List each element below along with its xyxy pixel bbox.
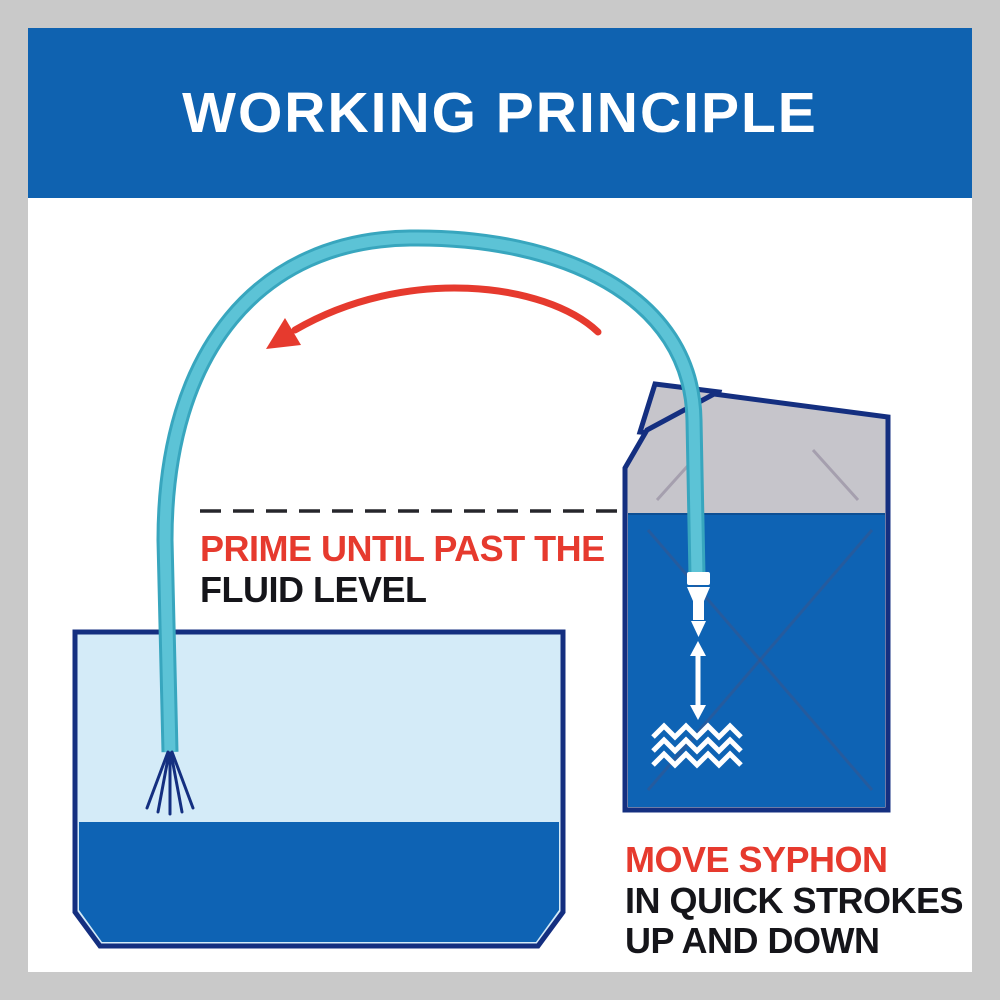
receiving-tank: [72, 629, 566, 949]
jerry-can-cross-pattern: [646, 448, 874, 791]
move-caption-line2: IN QUICK STROKES: [625, 879, 964, 921]
move-caption: MOVE SYPHON IN QUICK STROKES UP AND DOWN: [625, 839, 964, 962]
red-flow-direction-arrow: [266, 284, 602, 349]
move-caption-line3: UP AND DOWN: [625, 920, 880, 962]
title-banner: WORKING PRINCIPLE: [28, 28, 972, 198]
hose-nozzle: [145, 750, 195, 816]
syphon-pump-head: [687, 572, 710, 637]
syphon-hose: [156, 229, 706, 753]
up-down-stroke-arrow: [690, 641, 706, 720]
move-caption-line1: MOVE SYPHON: [625, 839, 888, 880]
prime-caption-line2: FLUID LEVEL: [200, 568, 427, 610]
tank-fluid: [79, 822, 559, 942]
page-title: WORKING PRINCIPLE: [182, 81, 818, 145]
jerry-can: [622, 381, 891, 813]
prime-caption-line1: PRIME UNTIL PAST THE: [200, 528, 605, 569]
prime-caption: PRIME UNTIL PAST THE FLUID LEVEL: [200, 528, 605, 610]
fluid-surface-waves: [651, 722, 743, 769]
